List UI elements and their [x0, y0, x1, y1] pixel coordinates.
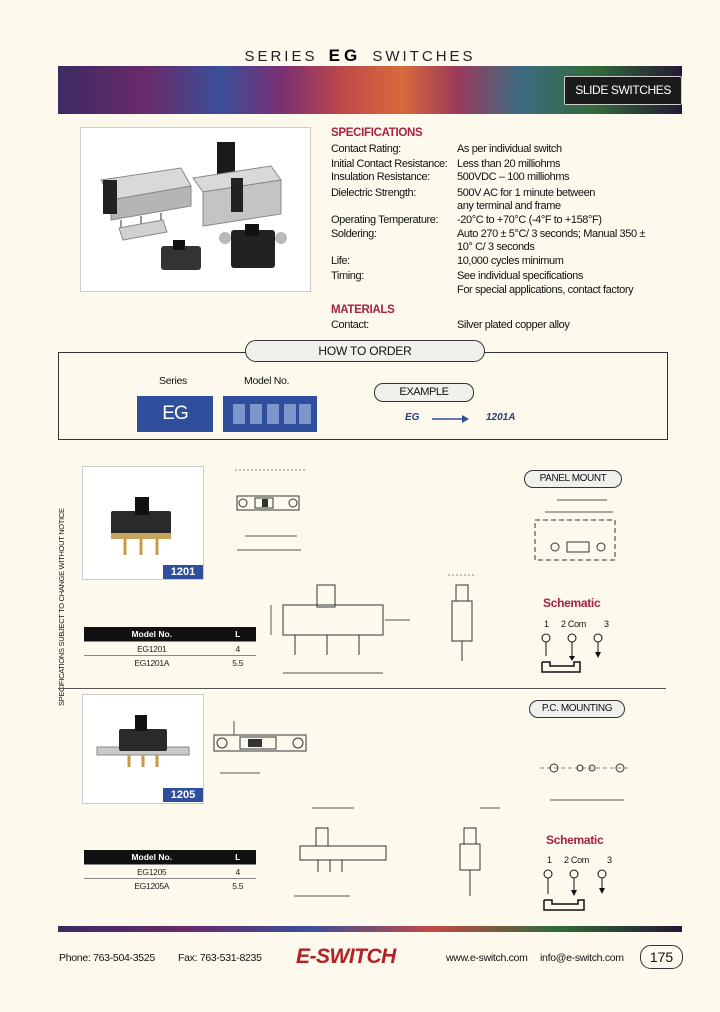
- length-cell: 4: [219, 641, 256, 656]
- model-cell: EG1205: [84, 864, 220, 879]
- model-cell: EG1201: [84, 641, 220, 656]
- spec-value: For special applications, contact factor…: [457, 284, 634, 296]
- example-model: 1201A: [486, 412, 516, 423]
- model-digit-cell: [267, 404, 279, 424]
- table-header-l: L: [219, 850, 256, 865]
- table-header-l: L: [219, 627, 256, 642]
- spec-label: Initial Contact Resistance:: [331, 158, 448, 170]
- specifications-heading: SPECIFICATIONS: [331, 127, 423, 139]
- series-prefix: SERIES: [244, 48, 318, 65]
- table-header-model: Model No.: [84, 627, 220, 642]
- schematic-1201-term-2: 2 Com: [561, 619, 587, 629]
- section-divider: [58, 688, 666, 689]
- spec-value: Auto 270 ± 5°C/ 3 seconds; Manual 350 ±: [457, 228, 645, 240]
- footer-email[interactable]: info@e-switch.com: [540, 952, 624, 964]
- panel-mount-drawing: [534, 499, 616, 561]
- model-cell: EG1205A: [84, 878, 220, 892]
- drawing-1201-side: [270, 584, 410, 674]
- series-suffix: SWITCHES: [372, 48, 476, 65]
- table-row: EG1201A 5.5: [84, 655, 256, 669]
- spec-label: Dielectric Strength:: [331, 187, 416, 199]
- materials-label: Contact:: [331, 319, 369, 331]
- drawing-1201-top: [235, 469, 305, 551]
- spec-label: Insulation Resistance:: [331, 171, 430, 183]
- product-tag-1205: 1205: [163, 788, 203, 802]
- model-table-1201: Model No. L EG1201 4 EG1201A 5.5: [84, 627, 256, 669]
- pc-mounting-label: P.C. MOUNTING: [529, 700, 625, 718]
- model-label: Model No.: [244, 375, 290, 387]
- spec-value: See individual specifications: [457, 270, 583, 282]
- series-code-box: EG: [137, 396, 213, 432]
- product-photo: [80, 127, 311, 292]
- schematic-title-1205: Schematic: [546, 833, 604, 847]
- series-code: EG: [328, 46, 362, 65]
- spec-value: -20°C to +70°C (-4°F to +158°F): [457, 214, 602, 226]
- spec-value: 500VDC – 100 milliohms: [457, 171, 570, 183]
- series-title: SERIES EG SWITCHES: [0, 46, 720, 66]
- product-tag-1201: 1201: [163, 565, 203, 579]
- drawing-1201-end: [448, 574, 476, 661]
- example-series: EG: [405, 412, 420, 423]
- schematic-1205-term-3: 3: [607, 855, 612, 865]
- schematic-1205-term-1: 1: [547, 855, 552, 865]
- spec-label: Operating Temperature:: [331, 214, 439, 226]
- pc-mounting-drawing: [540, 763, 630, 801]
- spec-label: Timing:: [331, 270, 364, 282]
- arrow-right-icon: [432, 415, 469, 423]
- spec-label: Contact Rating:: [331, 143, 401, 155]
- table-row: EG1201 4: [84, 641, 256, 656]
- schematic-1205-diagram: [543, 869, 607, 911]
- model-cell: EG1201A: [84, 655, 220, 669]
- schematic-title-1201: Schematic: [543, 596, 601, 610]
- model-number-box: [223, 396, 317, 432]
- drawing-1205-end: [459, 807, 500, 896]
- example-label: EXAMPLE: [374, 383, 474, 402]
- footer-phone: Phone: 763-504-3525: [59, 952, 155, 964]
- footer-fax: Fax: 763-531-8235: [178, 952, 262, 964]
- spec-label: Life:: [331, 255, 350, 267]
- series-label: Series: [159, 375, 187, 387]
- spec-value: As per individual switch: [457, 143, 562, 155]
- schematic-1205-term-2: 2 Com: [564, 855, 590, 865]
- spec-value: 500V AC for 1 minute between: [457, 187, 596, 199]
- schematic-1201-term-1: 1: [544, 619, 549, 629]
- model-digit-cell: [250, 404, 262, 424]
- spec-value: 10° C/ 3 seconds: [457, 241, 535, 253]
- length-cell: 5.5: [219, 878, 256, 892]
- spec-value: any terminal and frame: [457, 200, 561, 212]
- materials-value: Silver plated copper alloy: [457, 319, 570, 331]
- model-table-1205: Model No. L EG1205 4 EG1205A 5.5: [84, 850, 256, 892]
- how-to-order-title: HOW TO ORDER: [245, 340, 485, 362]
- page-number: 175: [640, 945, 683, 969]
- footer-bar: [58, 926, 682, 932]
- length-cell: 4: [219, 864, 256, 879]
- table-row: EG1205 4: [84, 864, 256, 879]
- spec-label: Soldering:: [331, 228, 377, 240]
- materials-heading: MATERIALS: [331, 304, 395, 316]
- model-digit-cell: [284, 404, 296, 424]
- footer-website[interactable]: www.e-switch.com: [446, 952, 528, 964]
- drawing-1205-top: [213, 721, 307, 774]
- side-note: SPECIFICATIONS SUBJECT TO CHANGE WITHOUT…: [57, 508, 66, 706]
- eswitch-logo: E-SWITCH: [296, 945, 396, 968]
- drawing-1205-side: [294, 807, 387, 897]
- model-digit-cell: [299, 404, 311, 424]
- schematic-1201-term-3: 3: [604, 619, 609, 629]
- spec-value: Less than 20 milliohms: [457, 158, 561, 170]
- panel-mount-label: PANEL MOUNT: [524, 470, 622, 488]
- product-1201-photo: [82, 466, 204, 580]
- spec-value: 10,000 cycles minimum: [457, 255, 564, 267]
- model-digit-cell: [233, 404, 245, 424]
- table-header-model: Model No.: [84, 850, 220, 865]
- table-row: EG1205A 5.5: [84, 878, 256, 892]
- schematic-1201-diagram: [541, 633, 603, 673]
- product-1205-photo: [82, 694, 204, 804]
- category-label: SLIDE SWITCHES: [564, 76, 682, 105]
- length-cell: 5.5: [219, 655, 256, 669]
